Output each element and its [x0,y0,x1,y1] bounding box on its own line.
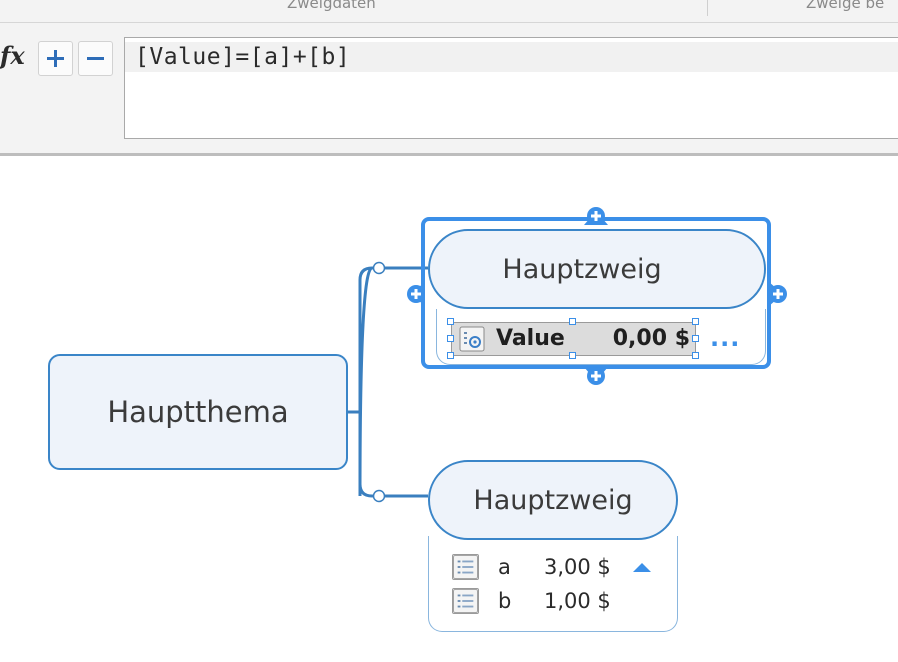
property-value-a: 3,00 $ [544,555,611,579]
property-row-b[interactable]: b 1,00 $ [452,588,682,616]
remove-formula-button[interactable] [78,41,113,76]
main-branch-1[interactable]: Hauptzweig [428,229,766,309]
mind-map-canvas[interactable]: Hauptthema Hauptzweig Va [0,156,898,662]
branch2-property-panel [428,536,678,632]
ribbon-separator [707,0,708,16]
ribbon-group-label-branches: Zweige be [806,0,885,12]
value-property-name: Value [496,326,565,351]
resize-handle-l[interactable] [447,335,454,342]
fx-icon: fx [0,41,25,70]
add-formula-button[interactable] [38,41,73,76]
calculated-property-icon [459,326,485,352]
formula-bar: fx [Value]=[a]+[b] [0,23,898,156]
main-branch-2[interactable]: Hauptzweig [428,460,678,540]
resize-handle-t[interactable] [569,318,576,325]
resize-handle-b[interactable] [569,352,576,359]
value-property-amount: 0,00 $ [612,326,690,351]
central-topic-label: Hauptthema [107,395,289,429]
ribbon-group-label-branch-data: Zweigdaten [287,0,376,12]
add-topic-right-handle[interactable] [763,279,793,309]
list-property-icon [452,588,479,614]
add-topic-bottom-handle[interactable] [581,361,611,391]
collapse-properties-icon[interactable] [632,561,652,573]
plus-icon [47,50,64,67]
resize-handle-tr[interactable] [692,318,699,325]
property-name-a: a [498,555,511,579]
more-properties-button[interactable]: ... [710,324,741,352]
ribbon-group-bar: Zweigdaten Zweige be [0,0,898,23]
minus-icon [87,57,104,60]
branch-connectors [348,261,428,503]
value-property-field[interactable] [451,322,696,356]
main-branch-2-label: Hauptzweig [473,484,633,516]
resize-handle-r[interactable] [692,335,699,342]
formula-input[interactable]: [Value]=[a]+[b] [124,37,898,139]
resize-handle-bl[interactable] [447,352,454,359]
formula-text: [Value]=[a]+[b] [125,42,898,72]
resize-handle-tl[interactable] [447,318,454,325]
property-name-b: b [498,589,512,613]
resize-handle-br[interactable] [692,352,699,359]
property-row-a[interactable]: a 3,00 $ [452,554,682,582]
main-branch-1-label: Hauptzweig [502,253,662,285]
property-value-b: 1,00 $ [544,589,611,613]
central-topic[interactable]: Hauptthema [48,354,348,470]
add-topic-left-handle[interactable] [401,279,431,309]
list-property-icon [452,554,479,580]
add-topic-top-handle[interactable] [581,201,611,231]
